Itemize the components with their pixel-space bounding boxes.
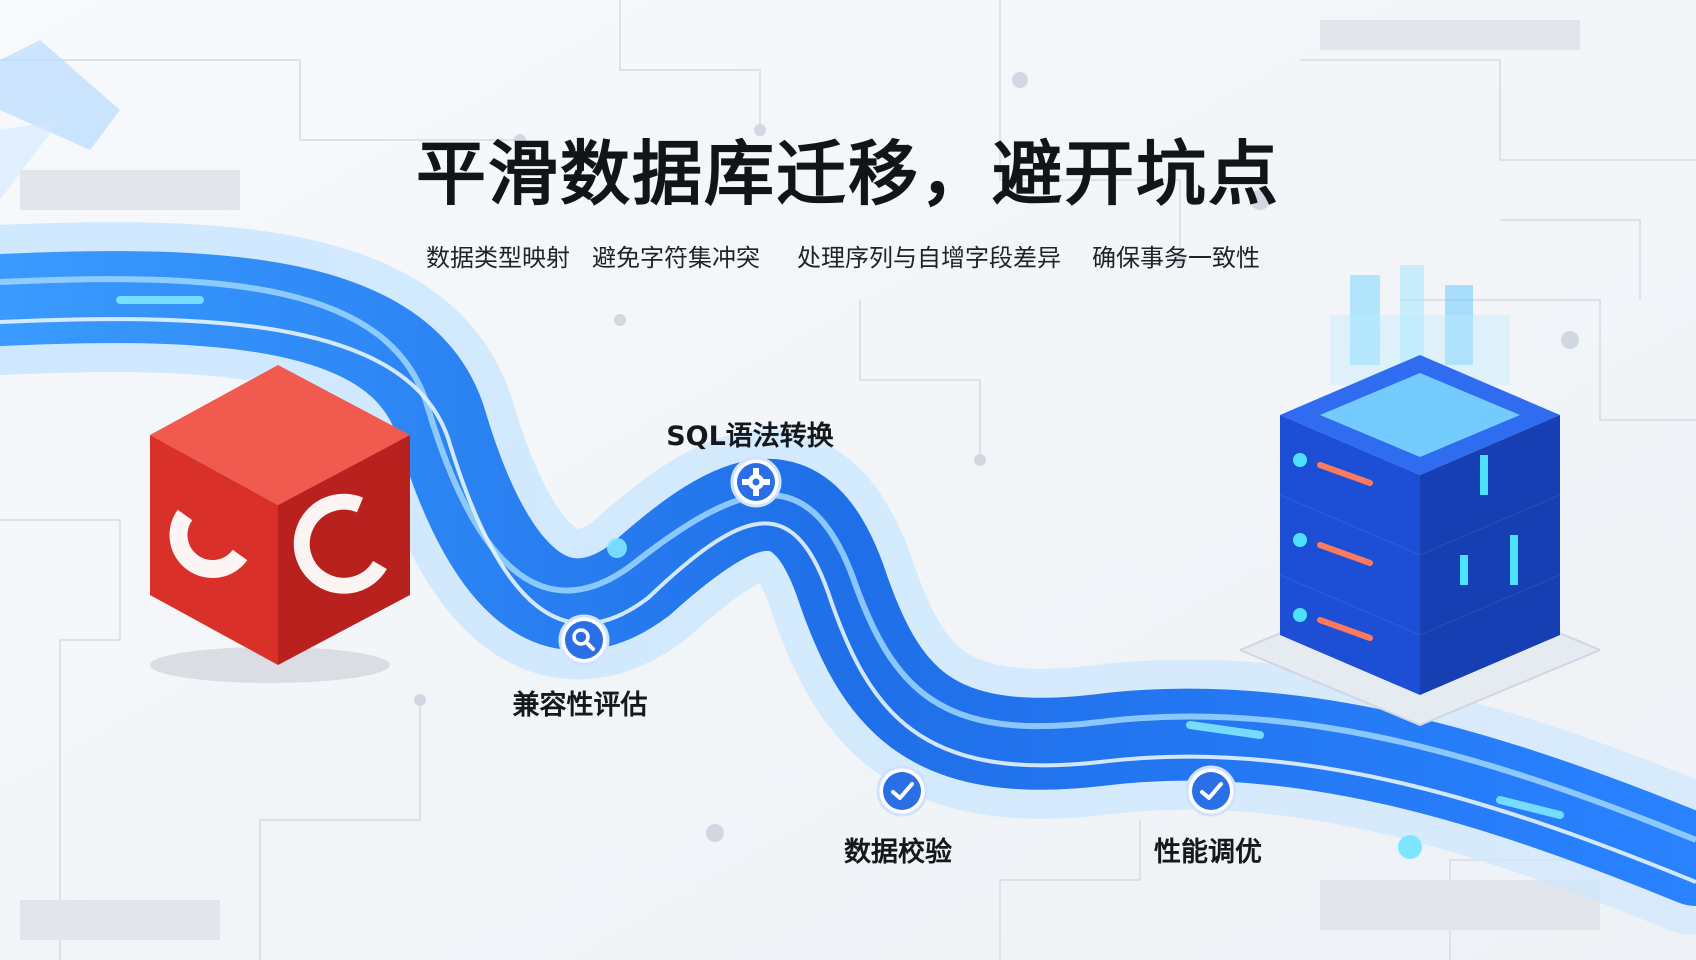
subtitle-charset-conflict: 避免字符集冲突 bbox=[592, 244, 760, 272]
step-label-performance-tuning: 性能调优 bbox=[1154, 837, 1262, 868]
source-database-cube-icon bbox=[150, 365, 410, 683]
subtitle-data-type-mapping: 数据类型映射 bbox=[426, 244, 570, 272]
subtitle-transaction-consistency: 确保事务一致性 bbox=[1092, 244, 1260, 272]
step-label-compatibility: 兼容性评估 bbox=[512, 690, 648, 721]
target-database-server-icon bbox=[1240, 265, 1600, 727]
subtitle-sequence-autoincrement: 处理序列与自增字段差异 bbox=[797, 244, 1061, 272]
check-icon bbox=[1185, 765, 1237, 817]
step-label-sql-syntax: SQL语法转换 bbox=[666, 421, 834, 452]
step-label-data-validation: 数据校验 bbox=[844, 837, 952, 868]
page-title: 平滑数据库迁移，避开坑点 bbox=[416, 133, 1280, 215]
check-icon bbox=[876, 765, 928, 817]
gear-icon bbox=[730, 456, 782, 508]
subtitle-row: 数据类型映射 避免字符集冲突 处理序列与自增字段差异 确保事务一致性 bbox=[0, 238, 1696, 274]
search-icon bbox=[558, 614, 610, 666]
